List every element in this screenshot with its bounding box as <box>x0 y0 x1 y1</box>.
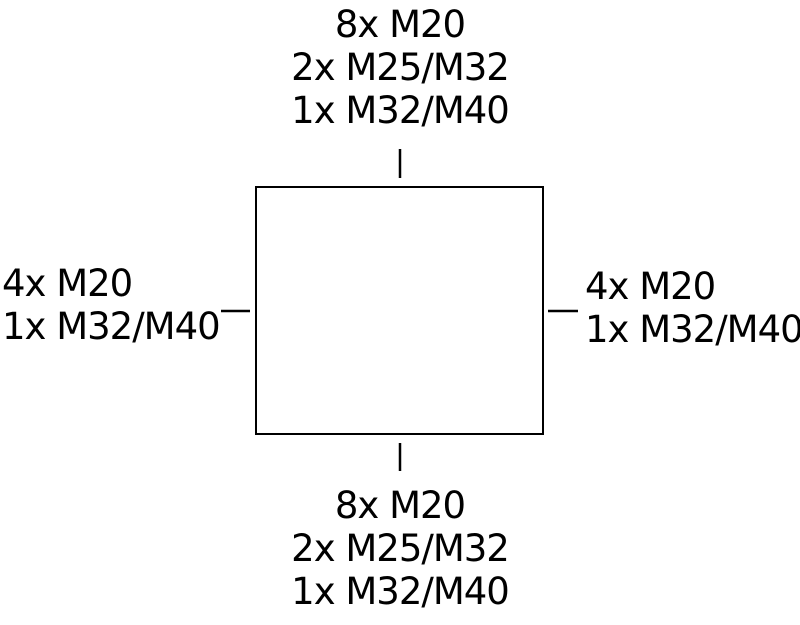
right-entry-1: 4x M20 <box>585 265 716 308</box>
left-entry-labels: 4x M20 1x M32/M40 <box>2 262 221 348</box>
enclosure-box <box>255 186 544 435</box>
left-entry-1: 4x M20 <box>2 262 133 305</box>
top-entry-1: 8x M20 <box>334 3 466 46</box>
top-entry-2: 2x M25/M32 <box>291 46 510 89</box>
bottom-entry-2: 2x M25/M32 <box>291 527 510 570</box>
right-entry-2: 1x M32/M40 <box>585 308 800 351</box>
bottom-entry-3: 1x M32/M40 <box>291 570 510 613</box>
right-entry-labels: 4x M20 1x M32/M40 <box>585 265 800 351</box>
left-entry-2: 1x M32/M40 <box>2 305 221 348</box>
bottom-entry-1: 8x M20 <box>334 484 466 527</box>
top-entry-labels: 8x M20 2x M25/M32 1x M32/M40 <box>250 3 550 132</box>
bottom-entry-labels: 8x M20 2x M25/M32 1x M32/M40 <box>250 484 550 613</box>
top-entry-3: 1x M32/M40 <box>291 89 510 132</box>
